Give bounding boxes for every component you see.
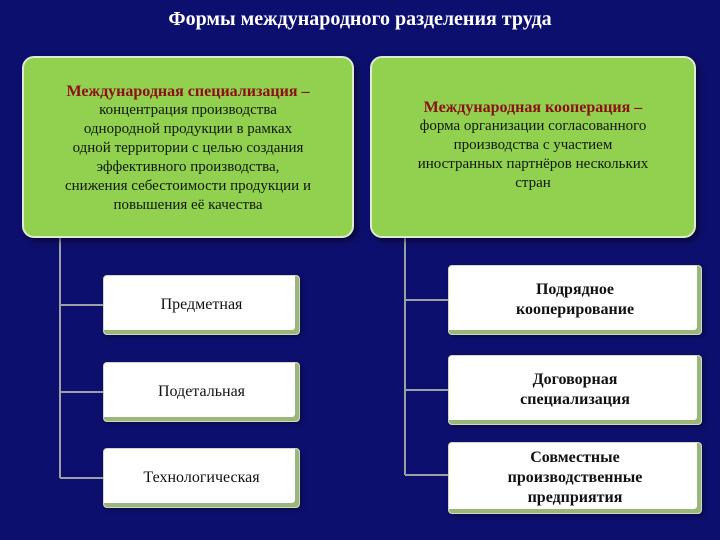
specialization-heading: Международная специализация – [66,83,310,100]
type-label-line: Совместные [530,449,620,466]
type-label-line: производственные [507,469,643,486]
specialization-line: одной территории с целью создания [72,140,304,156]
type-label-line: предприятия [527,489,623,506]
type-box-contract-specialization: Договорная специализация [448,355,702,425]
specialization-line: однородной продукции в рамках [83,121,293,137]
cooperation-heading: Международная кооперация – [423,99,643,116]
cooperation-line: стран [515,175,551,191]
specialization-box: Международная специализация – концентрац… [22,56,354,238]
type-label-line: кооперирование [515,301,635,318]
specialization-line: повышения её качества [113,197,263,213]
type-label: Подетальная [157,383,246,400]
cooperation-line: иностранных партнёров нескольких [417,156,649,172]
specialization-line: эффективного производства, [96,159,280,175]
type-label: Предметная [160,296,243,313]
type-box-contract-cooperation: Подрядное кооперирование [448,265,702,335]
type-label: Технологическая [143,469,260,486]
cooperation-box: Международная кооперация – форма организ… [370,56,696,238]
specialization-line: концентрация производства [99,102,277,118]
type-box-subject: Предметная [103,275,300,335]
type-label-line: специализация [520,391,630,408]
cooperation-line: форма организации согласованного [419,118,647,134]
type-label-line: Договорная [532,371,618,388]
diagram-title: Формы международного разделения труда [168,8,552,30]
cooperation-line: производства с участием [453,137,613,153]
specialization-line: снижения себестоимости продукции и [65,178,311,194]
type-box-technological: Технологическая [103,448,300,508]
type-label-line: Подрядное [535,281,615,298]
type-box-joint-ventures: Совместные производственные предприятия [448,442,702,514]
type-box-component: Подетальная [103,362,300,422]
